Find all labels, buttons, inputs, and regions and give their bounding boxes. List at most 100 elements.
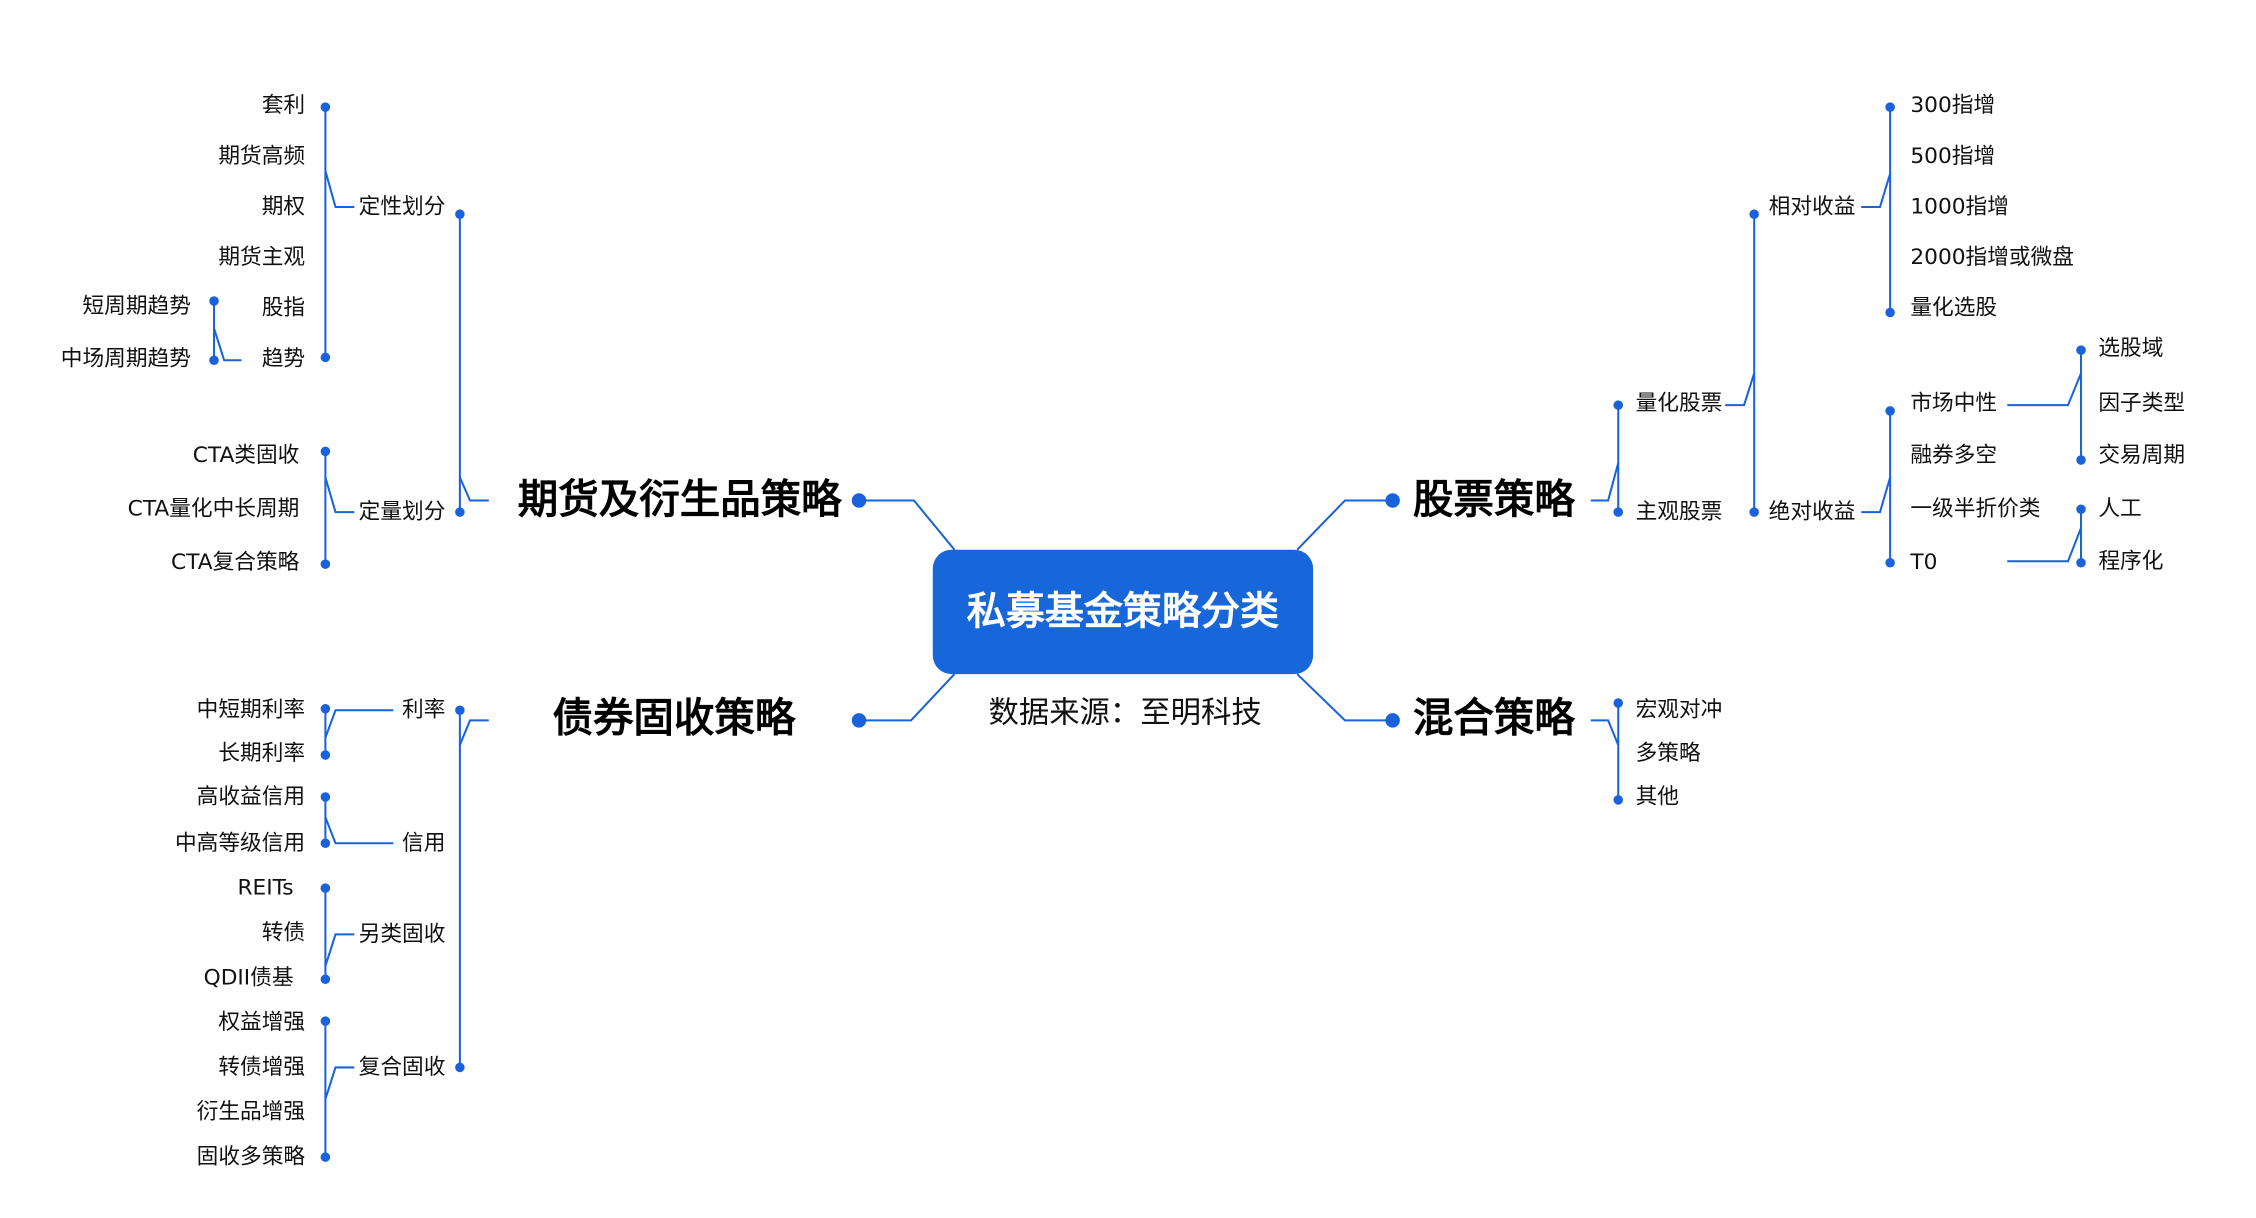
node-label[interactable]: 套利 [262,93,305,118]
branch-mixed[interactable]: 混合策略 [1413,693,1576,741]
center-title: 私募基金策略分类 [967,589,1279,634]
node-label[interactable]: 融券多空 [1910,443,1997,468]
connector [1590,719,1620,746]
node-label[interactable]: 中短期利率 [197,698,305,723]
connector [324,816,394,845]
data-source: 数据来源：至明科技 [988,696,1261,731]
node-dot [209,296,219,306]
node-dot [2076,504,2086,514]
connector [1861,173,1892,208]
node-label[interactable]: 长期利率 [218,741,305,766]
node-dot [1613,698,1624,708]
node-label[interactable]: 选股域 [2098,336,2163,361]
node-dot [455,507,465,517]
node-label[interactable]: 期货主观 [218,245,305,270]
connector [324,170,355,208]
node-dot [320,1016,331,1026]
node-label[interactable]: 交易周期 [2098,443,2185,468]
connector [458,476,489,502]
node-label[interactable]: 程序化 [2098,549,2163,574]
node-label[interactable]: 趋势 [262,346,305,371]
node-label[interactable]: 高收益信用 [197,785,305,810]
node-dot [1613,400,1624,410]
node-label[interactable]: 多策略 [1636,741,1701,766]
connector [1725,372,1756,407]
node-label[interactable]: QDII债基 [204,965,294,990]
node-dot [1749,209,1759,219]
node-label[interactable]: 一级半折价类 [1910,497,2040,522]
node-dot [320,446,331,457]
main-connector [1296,499,1393,551]
node-dot [320,792,331,802]
node-dot [320,883,331,893]
node-label[interactable]: 期货高频 [218,144,305,169]
node-dot [455,1062,465,1073]
branch-futures[interactable]: 期货及衍生品策略 [518,475,843,523]
node-dot [320,102,331,112]
main-connector [859,499,956,551]
node-dot [1885,307,1895,318]
connector [324,709,394,739]
node-dot [1885,102,1895,112]
node-label[interactable]: 股指 [262,296,305,321]
node-dot [320,838,331,849]
node-label[interactable]: 信用 [402,831,445,856]
node-dot [2076,557,2086,568]
center-box [932,549,1314,675]
node-dot [851,493,867,508]
node-label[interactable]: 量化选股 [1910,296,1997,321]
center-node[interactable]: 私募基金策略分类 [932,549,1314,675]
node-label[interactable]: 衍生品增强 [197,1100,305,1125]
node-label[interactable]: 其他 [1636,785,1679,810]
node-dot [320,352,331,363]
connector [324,477,355,514]
node-label[interactable]: 300指增 [1910,93,1995,118]
node-label[interactable]: 期权 [262,194,305,219]
node-label[interactable]: 短周期趋势 [82,294,190,319]
node-label[interactable]: 权益增强 [218,1010,305,1035]
node-label[interactable]: 市场中性 [1910,391,1997,416]
node-label[interactable]: 相对收益 [1769,194,1856,219]
node-label[interactable]: 1000指增 [1910,194,2009,219]
node-dot [455,705,465,716]
node-label[interactable]: 因子类型 [2098,391,2185,416]
node-label[interactable]: REITs [237,876,293,901]
node-label[interactable]: 人工 [2098,497,2141,522]
connector [1590,462,1620,502]
node-label[interactable]: 量化股票 [1636,391,1723,416]
branch-stock[interactable]: 股票策略 [1413,475,1576,523]
node-label[interactable]: 固收多策略 [197,1145,306,1170]
node-dot [1613,795,1624,805]
node-label[interactable]: 转债 [262,920,305,945]
connector-lines [209,102,2086,1162]
node-label[interactable]: 主观股票 [1636,500,1723,525]
node-dot [1885,557,1895,568]
node-label[interactable]: 宏观对冲 [1636,698,1723,723]
connector [324,1066,355,1100]
node-label[interactable]: 另类固收 [359,922,446,947]
node-label[interactable]: CTA复合策略 [171,550,300,575]
node-dot [851,713,867,728]
node-label[interactable]: 复合固收 [359,1055,446,1080]
node-label[interactable]: 绝对收益 [1769,500,1856,525]
branch-bond[interactable]: 债券固收策略 [552,693,796,741]
node-label[interactable]: 定性划分 [359,194,446,219]
node-dot [455,209,465,219]
node-label[interactable]: 中场周期趋势 [61,346,191,371]
node-label[interactable]: 利率 [402,698,445,723]
node-label[interactable]: 500指增 [1910,144,1995,169]
node-dot [320,704,331,714]
node-label[interactable]: CTA量化中长周期 [128,497,300,522]
node-dot [209,355,219,366]
node-label[interactable]: 2000指增或微盘 [1910,245,2074,270]
node-label[interactable]: 转债增强 [218,1055,305,1080]
node-label[interactable]: CTA类固收 [193,443,300,468]
connector [458,719,489,746]
node-dot [1749,507,1759,517]
node-label[interactable]: T0 [1909,550,1937,575]
node-label[interactable]: 中高等级信用 [175,831,305,856]
node-dot [1885,406,1895,416]
node-label[interactable]: 定量划分 [359,500,446,525]
node-dot [1385,713,1400,728]
